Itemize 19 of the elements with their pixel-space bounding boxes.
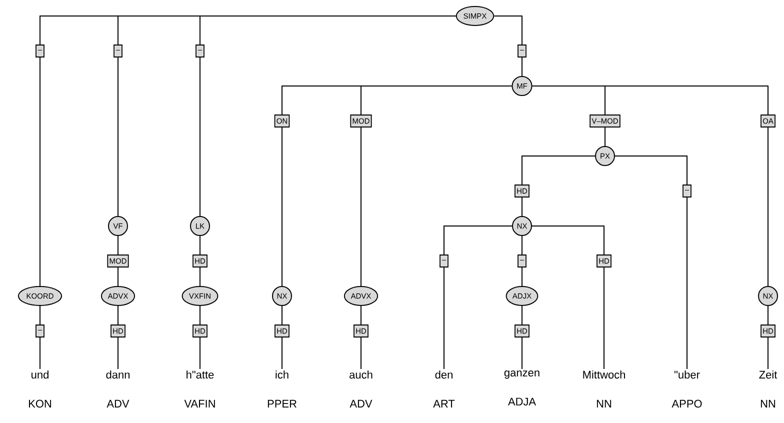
word-with-tag: dann ADV xyxy=(106,370,130,408)
word-with-tag: auch ADV xyxy=(350,370,372,408)
word-with-tag: ich PPER xyxy=(268,370,296,408)
word-with-tag: "uber APPO xyxy=(672,370,702,408)
word-with-tag: den ART xyxy=(433,370,455,408)
tree-branch xyxy=(614,156,688,370)
tree-branch xyxy=(522,156,596,216)
word-with-tag: Mittwoch NN xyxy=(583,370,625,408)
tree-branch xyxy=(360,306,362,370)
tree-branch xyxy=(532,86,768,286)
tree-branch xyxy=(200,16,456,216)
word-with-tag: h"atte VAFIN xyxy=(184,370,215,408)
word-with-tag: und KON xyxy=(29,370,52,408)
tree-branch xyxy=(494,16,522,76)
tree-branch xyxy=(532,226,604,370)
tree-branch xyxy=(360,86,512,286)
word-with-tag: ganzen ADJA xyxy=(504,370,540,406)
word-with-tag: Zeit NN xyxy=(759,370,778,408)
tree-branch xyxy=(444,226,512,370)
